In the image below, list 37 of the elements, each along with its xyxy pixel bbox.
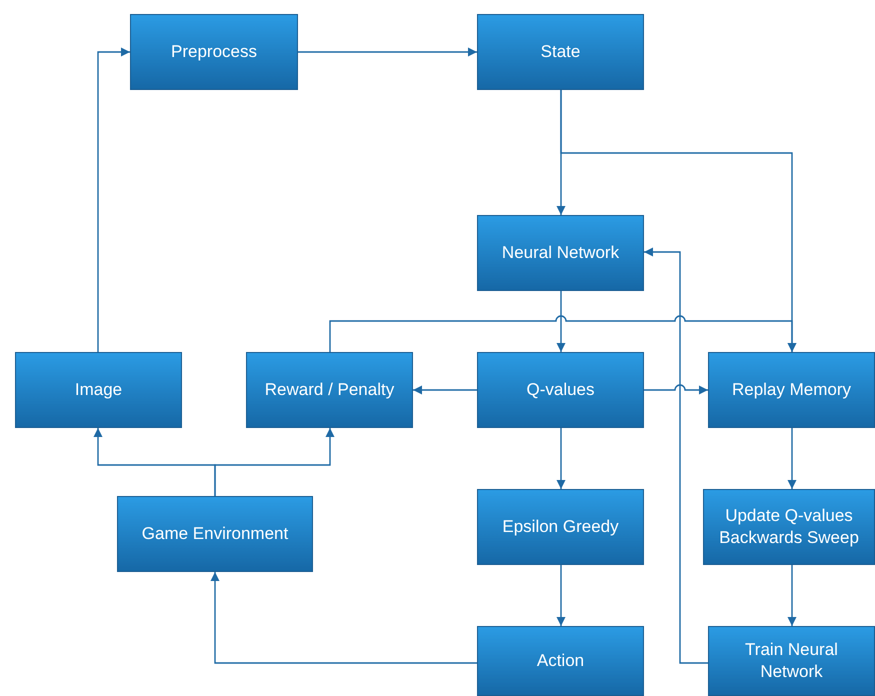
process-box (703, 489, 875, 565)
process-box (130, 14, 298, 90)
process-box (477, 14, 644, 90)
arrow (329, 315, 796, 352)
process-box (477, 215, 644, 291)
box-label: Epsilon Greedy (502, 516, 619, 538)
arrow (210, 572, 477, 664)
process-box (117, 496, 313, 572)
box-label: Reward / Penalty (264, 378, 394, 401)
box-label: Update Q-values Backwards Sweep (718, 504, 860, 549)
arrow (788, 565, 796, 626)
box-label: Neural Network (502, 242, 620, 264)
arrow (556, 291, 566, 352)
box-label: Replay Memory (732, 378, 852, 401)
process-box (15, 352, 182, 428)
box-label: Game Environment (142, 522, 288, 545)
box-label: Action (536, 650, 584, 672)
arrow (644, 248, 708, 664)
arrow (788, 428, 796, 489)
arrow (556, 565, 566, 626)
process-box (708, 626, 875, 696)
arrow (214, 428, 334, 496)
process-box (477, 352, 644, 428)
arrow (298, 48, 477, 56)
box-label: Preprocess (171, 40, 257, 63)
process-box (246, 352, 413, 428)
box-label: Q-values (526, 378, 595, 401)
box-label: Train Neural Network (744, 638, 839, 683)
box-label: Image (74, 378, 122, 401)
arrow (97, 48, 130, 352)
arrow (556, 428, 566, 489)
process-box (708, 352, 875, 428)
process-box (477, 626, 644, 696)
arrow (413, 386, 477, 394)
process-box (477, 489, 644, 565)
box-label: State (540, 40, 580, 63)
arrow (644, 384, 708, 394)
